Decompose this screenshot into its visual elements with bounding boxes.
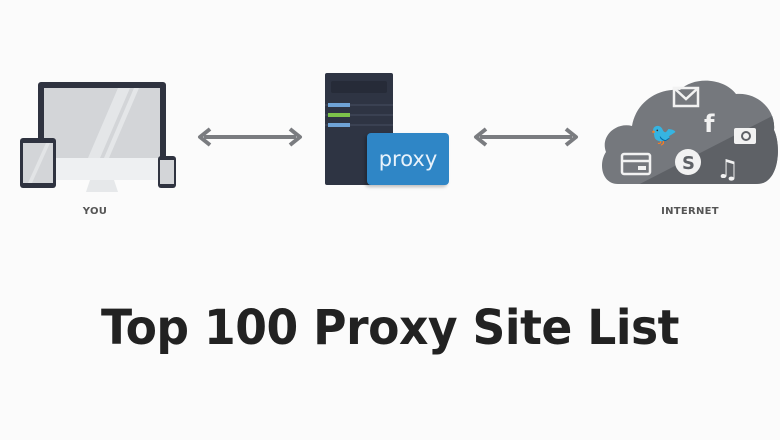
- credit-card-icon: [620, 152, 652, 176]
- node-label-you: YOU: [82, 206, 108, 217]
- page-title: Top 100 Proxy Site List: [101, 300, 679, 356]
- node-label-internet: INTERNET: [661, 206, 719, 217]
- bidirectional-arrow-icon: [474, 127, 578, 147]
- devices-icon: [20, 82, 176, 192]
- facebook-icon: f: [704, 110, 715, 138]
- mail-icon: [672, 86, 700, 108]
- bidirectional-arrow-icon: [198, 127, 302, 147]
- skype-icon: S: [675, 149, 701, 175]
- cloud-icon: 🐦 f S ♫: [602, 80, 778, 185]
- camera-icon: [734, 128, 756, 144]
- music-icon: ♫: [716, 155, 739, 185]
- proxy-badge: proxy: [367, 133, 449, 185]
- twitter-icon: 🐦: [650, 123, 677, 148]
- svg-text:S: S: [682, 153, 695, 174]
